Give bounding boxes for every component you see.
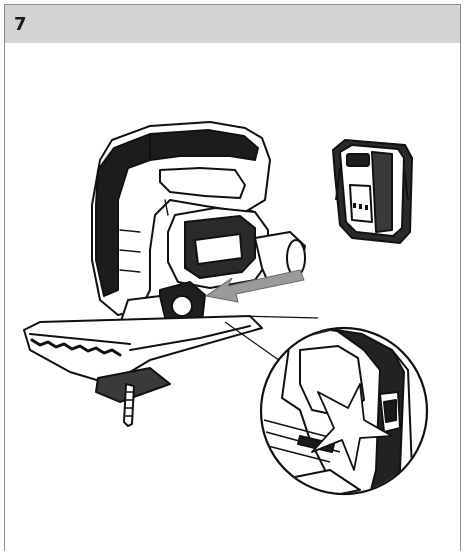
step-header: 7: [5, 5, 460, 43]
zoom-detail: [259, 326, 429, 496]
jigsaw-tool: [23, 121, 306, 427]
instruction-panel: 7: [4, 4, 461, 551]
step-number: 7: [14, 14, 27, 35]
insert-arrow: [204, 269, 305, 303]
battery-pack: [332, 139, 413, 244]
